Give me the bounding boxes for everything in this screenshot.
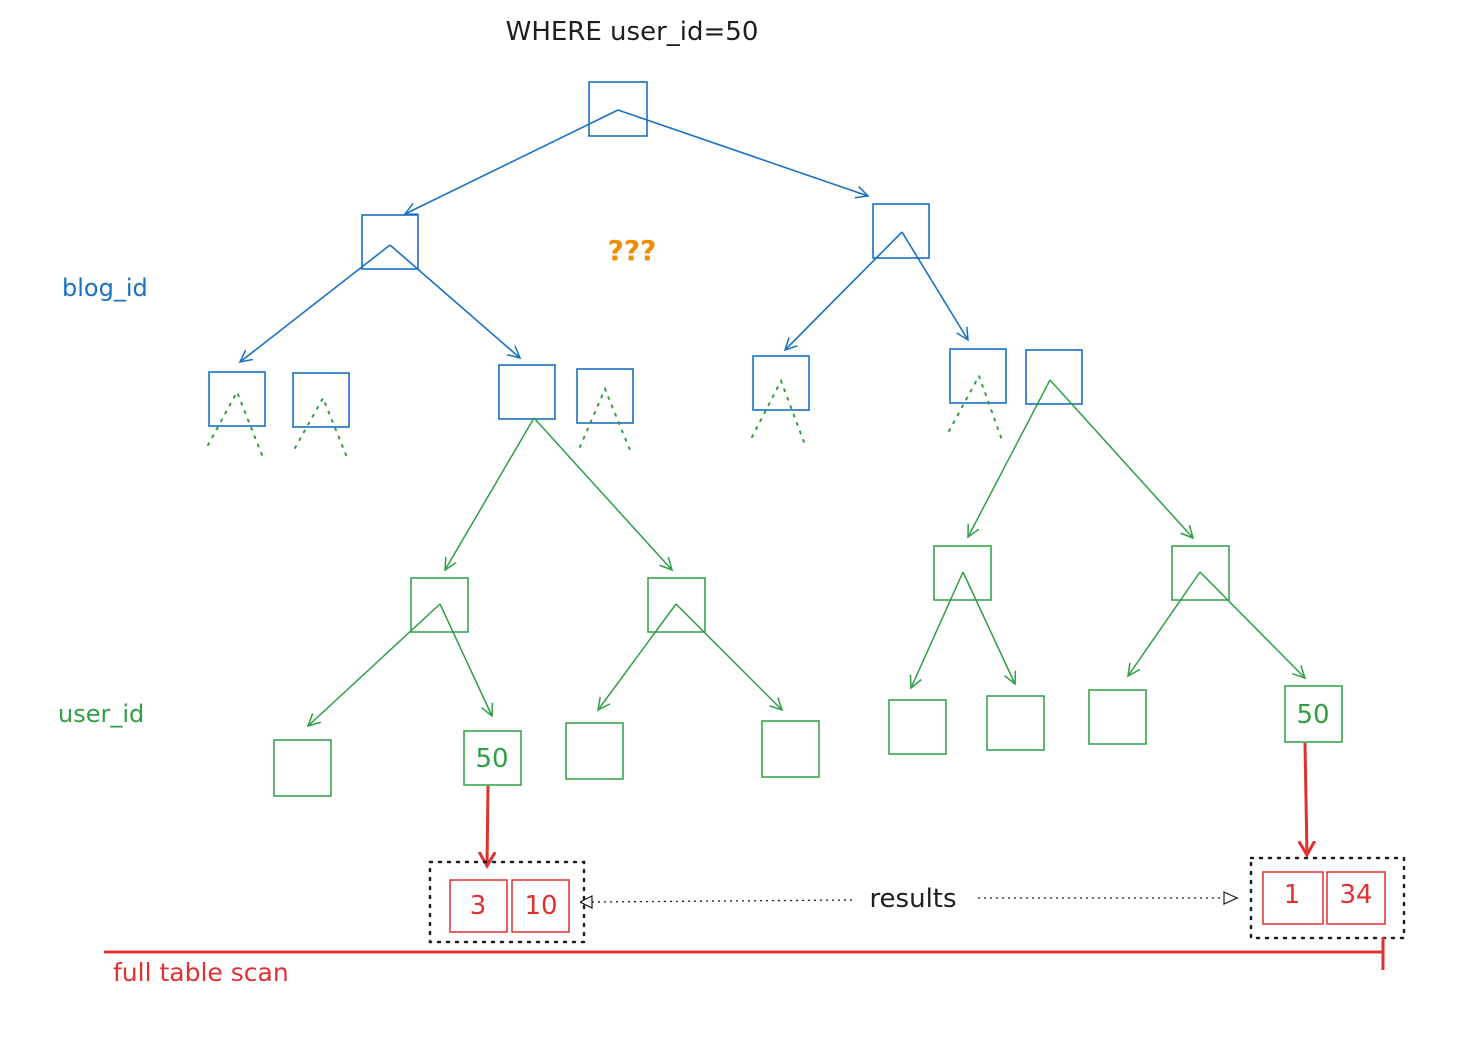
edge	[901, 231, 968, 340]
blog-leaf	[292, 372, 350, 428]
edge	[389, 244, 520, 358]
results-label: results	[869, 884, 956, 914]
blog-id-tree	[208, 81, 1083, 428]
root-node	[588, 81, 648, 137]
edge	[533, 417, 672, 570]
edge	[962, 571, 1015, 684]
match-value: 50	[1296, 700, 1329, 730]
blog-leaf	[498, 364, 556, 420]
query-title: WHERE user_id=50	[506, 17, 759, 47]
edge	[1199, 571, 1305, 678]
user-leaf	[761, 720, 820, 778]
user-leaf	[565, 722, 624, 780]
blog-leaf	[949, 348, 1007, 404]
edge	[675, 603, 782, 710]
blog-leaf	[752, 355, 810, 411]
user-leaf	[986, 695, 1045, 751]
blog-leaf	[576, 368, 634, 424]
unknown-path-label: ???	[608, 234, 657, 267]
user-leaf	[273, 739, 332, 797]
row-id-cell	[449, 879, 508, 933]
full-table-scan-line	[104, 937, 1385, 970]
user-leaf	[888, 699, 947, 755]
row-id-cell	[511, 879, 570, 933]
blog-leaf	[1025, 349, 1083, 405]
edge	[445, 417, 535, 570]
row-id-cell	[1326, 871, 1386, 925]
user-node	[647, 577, 706, 633]
row-id: 10	[524, 891, 557, 921]
result-group-right: 1 34	[1249, 856, 1406, 940]
blog-leaf	[208, 371, 266, 427]
user-leaf-match	[463, 730, 522, 786]
row-id-cell	[1262, 871, 1324, 925]
edge	[439, 603, 492, 716]
user-leaf	[1088, 689, 1147, 745]
edge	[1128, 571, 1201, 676]
user-node	[410, 577, 469, 633]
row-id: 1	[1284, 880, 1301, 910]
edge	[617, 109, 868, 196]
user-node	[933, 545, 992, 601]
edge	[1049, 379, 1193, 538]
row-id: 3	[470, 891, 487, 921]
user-id-tree	[273, 379, 1343, 797]
edge	[240, 244, 391, 362]
full-table-scan-label: full table scan	[113, 958, 289, 987]
edge	[405, 109, 619, 214]
user-id-level-label: user_id	[58, 700, 144, 728]
edge	[308, 603, 441, 726]
collapsed-subtrees	[207, 373, 1003, 461]
result-group-left: 3 10	[428, 860, 586, 944]
results-connector	[592, 898, 1238, 902]
edge	[598, 603, 677, 710]
user-node	[1171, 545, 1230, 601]
match-value: 50	[475, 744, 508, 774]
user-leaf-match	[1284, 685, 1343, 743]
row-pointer-arrows	[487, 742, 1307, 866]
blog-id-level-label: blog_id	[62, 274, 148, 302]
blog-node-left	[361, 214, 419, 270]
arrow-head-right	[1223, 891, 1239, 905]
blog-node-right	[872, 203, 930, 259]
edge	[968, 379, 1051, 537]
row-id: 34	[1339, 880, 1372, 910]
edge	[785, 231, 903, 350]
edge	[911, 571, 964, 688]
